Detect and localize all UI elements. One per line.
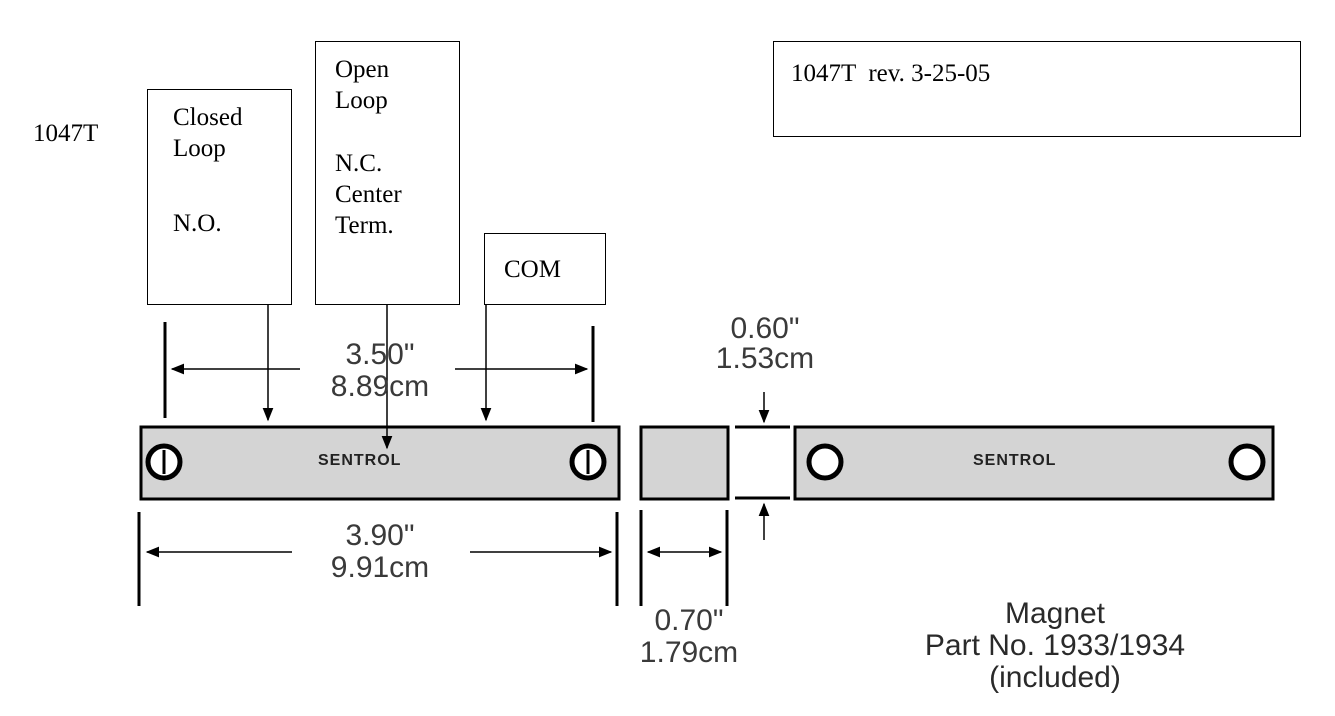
switch-body (139, 425, 621, 501)
magnet-brand-label: SENTROL (973, 452, 1057, 469)
model-label: 1047T (33, 120, 99, 147)
revision-box: 1047T rev. 3-25-05 (773, 41, 1301, 137)
dim-0.60-inches: 0.60" (730, 312, 800, 345)
open-loop-line3: N.C. (335, 150, 383, 177)
closed-loop-line2: Loop (173, 135, 226, 162)
com-text: COM (504, 256, 561, 283)
open-loop-callout: Open Loop N.C. Center Term. (315, 41, 460, 305)
closed-loop-line3: N.O. (173, 210, 222, 237)
magnet-right-screw-icon (1228, 443, 1266, 481)
dim-3.50-inches: 3.50" (345, 338, 415, 371)
open-loop-line1: Open (335, 56, 390, 83)
dim-3.90-inches: 3.90" (345, 519, 415, 552)
switch-left-screw-icon (145, 443, 183, 481)
switch-right-screw-icon (569, 443, 607, 481)
magnet-caption-line3: (included) (989, 661, 1121, 694)
magnet-caption-line1: Magnet (1004, 597, 1106, 630)
dim-3.50-cm: 8.89cm (330, 370, 430, 403)
closed-loop-callout: Closed Loop N.O. (147, 89, 292, 305)
dim-0.70-cm: 1.79cm (639, 636, 739, 669)
magnet-body (793, 425, 1275, 501)
com-callout: COM (484, 233, 606, 305)
magnet-block (639, 425, 730, 501)
magnet-caption-line2: Part No. 1933/1934 (924, 629, 1186, 662)
switch-brand-label: SENTROL (318, 452, 402, 469)
dim-0.70-inches: 0.70" (654, 604, 724, 637)
open-loop-line5: Term. (335, 212, 394, 239)
closed-loop-line1: Closed (173, 104, 243, 131)
dim-3.90-cm: 9.91cm (330, 551, 430, 584)
dim-0.60-cm: 1.53cm (715, 342, 815, 375)
open-loop-line2: Loop (335, 87, 388, 114)
revision-text: 1047T rev. 3-25-05 (791, 60, 991, 87)
open-loop-line4: Center (335, 181, 402, 208)
magnet-left-screw-icon (806, 443, 844, 481)
